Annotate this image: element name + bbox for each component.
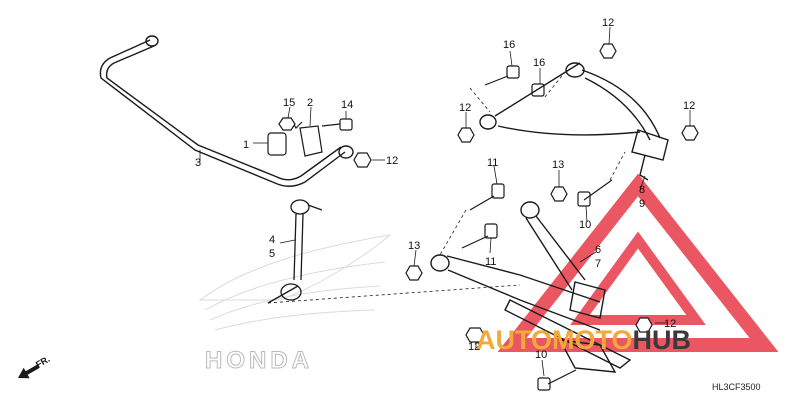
callout-16-left: 16 (503, 39, 515, 51)
callout-13-left: 13 (408, 240, 420, 252)
callout-12-lower-left: 12 (468, 341, 480, 353)
bolt-14 (321, 118, 353, 131)
nut-12-lower-left (465, 327, 485, 343)
upper-arm (479, 62, 669, 181)
lower-arm (430, 201, 632, 373)
callout-11-upper: 11 (487, 157, 498, 169)
bolt-10-lower (537, 369, 577, 391)
callout-16-right: 16 (533, 57, 545, 69)
nut-12-top (599, 43, 617, 59)
bolt-10-upper (577, 179, 613, 207)
nut-13-right (550, 186, 568, 202)
nut-12-upper-left (457, 127, 475, 143)
bolt-16-left (484, 65, 520, 86)
callout-8: 8 (639, 184, 645, 196)
callout-4: 4 (269, 234, 275, 246)
nut-12-upper-right (681, 125, 699, 141)
front-direction-arrow-icon (18, 364, 40, 379)
nut-13-left (405, 265, 423, 281)
nut-15 (278, 117, 296, 131)
watermark-secondary: HUB (633, 325, 692, 355)
callout-12-upper-right: 12 (683, 100, 695, 112)
nut-12-stabilizer (353, 152, 372, 168)
callout-7: 7 (595, 258, 601, 270)
leader-lines (199, 26, 691, 377)
callout-12-lower-right: 12 (664, 318, 676, 330)
bolt-11-lower (461, 223, 498, 249)
reference-code: HL3CF3500 (712, 382, 761, 392)
honda-wing-logo (198, 234, 392, 331)
callout-2: 2 (307, 97, 313, 109)
callout-11-lower: 11 (485, 256, 496, 268)
bolt-16-right (531, 83, 545, 97)
bolt-11-upper (469, 183, 505, 211)
callout-12-stabilizer: 12 (386, 155, 398, 167)
nut-12-lower-right (635, 317, 653, 333)
callout-14: 14 (341, 99, 353, 111)
front-direction-label: FR. (34, 354, 52, 370)
callout-9: 9 (639, 198, 645, 210)
callout-13-right: 13 (552, 159, 564, 171)
stabilizer-link (267, 199, 323, 304)
callout-15: 15 (283, 97, 295, 109)
callout-10-upper: 10 (579, 219, 591, 231)
callout-10-lower: 10 (535, 349, 547, 361)
honda-watermark-text: HONDA (205, 347, 313, 374)
callout-6: 6 (595, 244, 601, 256)
assembly-dash-lines (267, 71, 626, 304)
watermark-primary: AUTOMOTO (476, 325, 633, 355)
callout-5: 5 (269, 248, 275, 260)
warning-triangle-logo (497, 173, 779, 352)
automotohub-watermark: AUTOMOTOHUB (476, 325, 691, 355)
callout-12-upper-left: 12 (459, 102, 471, 114)
callout-3: 3 (195, 157, 201, 169)
callout-12-top: 12 (602, 17, 614, 29)
callout-1: 1 (243, 139, 249, 151)
stabilizer-bar (99, 35, 354, 187)
